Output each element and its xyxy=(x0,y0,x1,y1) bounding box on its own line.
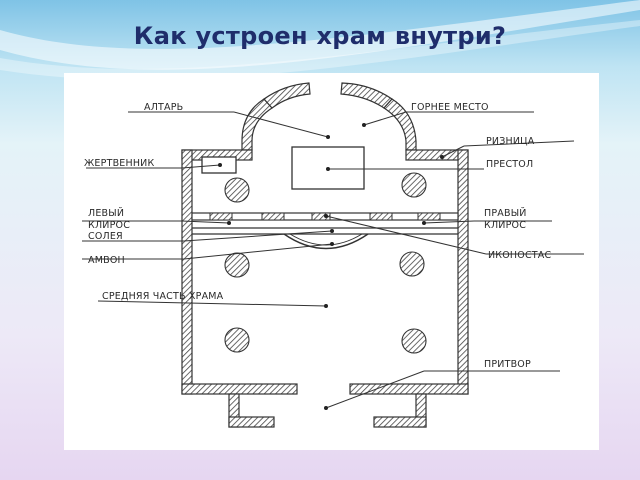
label-soleya: СОЛЕЯ xyxy=(88,231,123,242)
temple-floor-plan: АЛТАРЬ ГОРНЕЕ МЕСТО РИЗНИЦА ЖЕРТВЕННИК П… xyxy=(82,82,584,428)
label-zhertvennik: ЖЕРТВЕННИК xyxy=(84,158,154,169)
column xyxy=(399,251,425,277)
column xyxy=(401,172,427,198)
diagram-panel: АЛТАРЬ ГОРНЕЕ МЕСТО РИЗНИЦА ЖЕРТВЕННИК П… xyxy=(64,73,599,450)
label-prestol: ПРЕСТОЛ xyxy=(486,159,533,170)
leader-dots xyxy=(218,123,444,410)
column xyxy=(401,328,427,354)
label-pravy-kliros-line1: ПРАВЫЙ xyxy=(484,207,527,219)
leader-lines xyxy=(82,111,584,409)
apse xyxy=(241,82,417,151)
walls xyxy=(181,149,469,395)
page-title: Как устроен храм внутри? xyxy=(133,22,507,50)
column xyxy=(224,327,250,353)
label-levy-kliros-line1: ЛЕВЫЙ xyxy=(88,207,124,219)
columns xyxy=(224,172,427,354)
label-gornee-mesto: ГОРНЕЕ МЕСТО xyxy=(411,102,489,113)
label-srednyaya-chast: СРЕДНЯЯ ЧАСТЬ ХРАМА xyxy=(102,291,224,302)
label-ikonostas: ИКОНОСТАС xyxy=(488,250,551,261)
label-riznitsa: РИЗНИЦА xyxy=(486,136,535,147)
label-amvon: АМВОН xyxy=(88,255,125,266)
label-pravy-kliros-line2: КЛИРОС xyxy=(484,220,526,231)
label-levy-kliros-line2: КЛИРОС xyxy=(88,220,130,231)
column xyxy=(224,177,250,203)
label-altar: АЛТАРЬ xyxy=(144,102,183,113)
iconostasis xyxy=(191,212,459,250)
label-pritvor: ПРИТВОР xyxy=(484,359,531,370)
column xyxy=(224,252,250,278)
labels: АЛТАРЬ ГОРНЕЕ МЕСТО РИЗНИЦА ЖЕРТВЕННИК П… xyxy=(84,102,551,370)
narthex-walls xyxy=(228,393,427,428)
